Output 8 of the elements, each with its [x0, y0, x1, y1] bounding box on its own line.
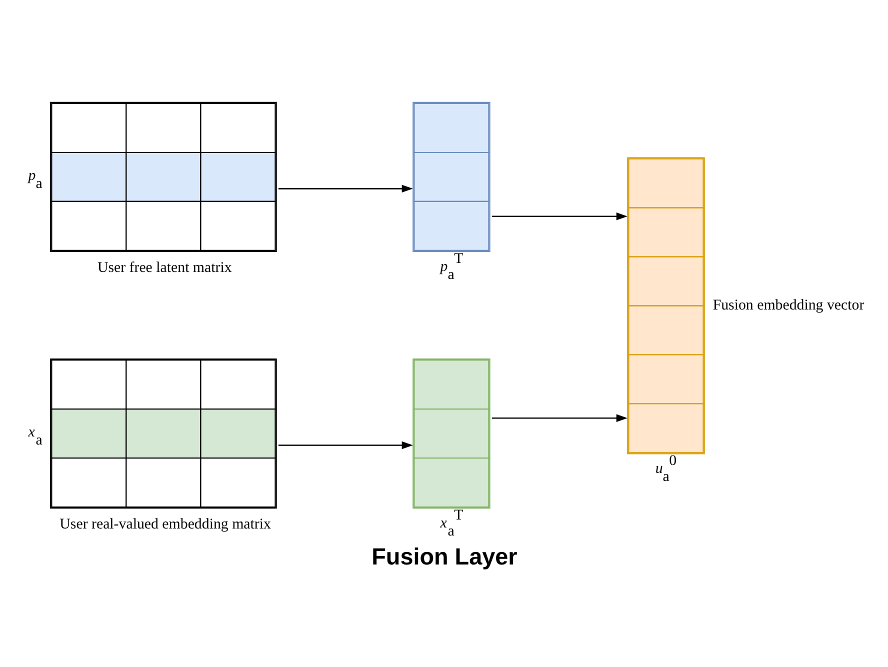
arrow: [492, 414, 628, 422]
arrow: [278, 440, 413, 449]
node-label: User real-valued embedding matrix: [60, 516, 271, 532]
node-label: Fusion embedding vector: [712, 297, 864, 314]
arrow: [278, 184, 413, 192]
caption: Fusion Layer: [372, 543, 518, 570]
arrow: [492, 212, 628, 220]
node-label: User free latent matrix: [97, 259, 232, 276]
